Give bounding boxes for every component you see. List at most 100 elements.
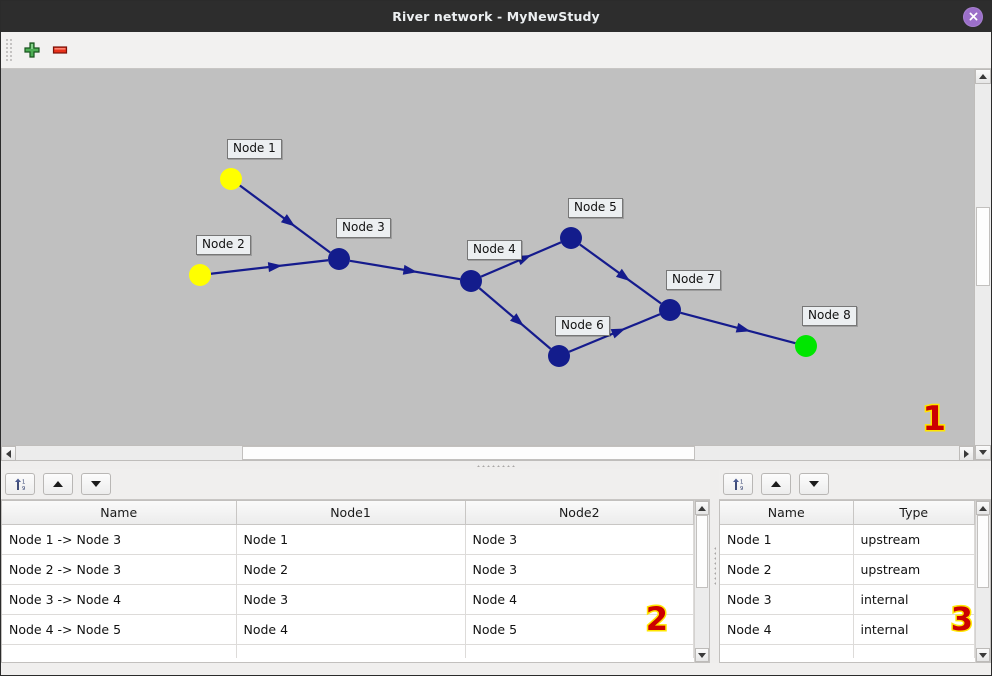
scroll-up-button[interactable] [975, 69, 991, 84]
node-label[interactable]: Node 2 [196, 235, 251, 255]
reaches-column-header[interactable]: Node2 [465, 501, 694, 525]
table-cell[interactable]: Node 5 [465, 614, 694, 645]
table-cell[interactable]: Node 4 [720, 614, 854, 645]
nodes-sort-button[interactable]: 1 9 [723, 473, 753, 495]
node-label[interactable]: Node 3 [336, 218, 391, 238]
nodes-move-down-button[interactable] [799, 473, 829, 495]
reaches-column-header[interactable]: Name [2, 501, 237, 525]
table-cell[interactable] [720, 644, 854, 658]
table-cell[interactable]: Node 3 [465, 524, 694, 555]
toolbar-drag-handle[interactable] [5, 38, 14, 62]
scroll-left-button[interactable] [1, 446, 16, 461]
table-cell[interactable]: Node 2 [236, 554, 466, 585]
table-cell[interactable] [2, 644, 237, 658]
table-cell[interactable]: Node 3 [236, 584, 466, 615]
vscroll-track[interactable] [975, 84, 991, 445]
graph-node[interactable] [795, 335, 817, 357]
graph-node[interactable] [328, 248, 350, 270]
nodes-scroll-down-button[interactable] [976, 648, 990, 662]
arrow-up-icon [53, 481, 63, 487]
table-cell[interactable] [853, 644, 975, 658]
graph-node[interactable] [189, 264, 211, 286]
node-label[interactable]: Node 1 [227, 139, 282, 159]
reaches-column-header[interactable]: Node1 [236, 501, 466, 525]
vertical-splitter[interactable] [710, 469, 719, 663]
nodes-vscroll-thumb[interactable] [977, 515, 989, 589]
nodes-vscroll-track[interactable] [976, 515, 990, 648]
annotation-3: 3 [949, 600, 974, 638]
svg-text:1: 1 [740, 479, 743, 485]
table-cell[interactable]: Node 4 [236, 614, 466, 645]
hscroll-thumb[interactable] [242, 446, 695, 460]
graph-node[interactable] [220, 168, 242, 190]
table-cell[interactable]: Node 2 -> Node 3 [2, 554, 237, 585]
graph-node[interactable] [560, 227, 582, 249]
close-icon[interactable] [963, 6, 983, 27]
graph-node[interactable] [548, 345, 570, 367]
table-cell[interactable]: Node 2 [720, 554, 854, 585]
hscroll-track[interactable] [16, 446, 959, 460]
graph-node[interactable] [659, 299, 681, 321]
nodes-column-header[interactable]: Name [720, 501, 854, 525]
table-cell[interactable]: Node 1 [720, 524, 854, 555]
nodes-scroll-up-button[interactable] [976, 501, 990, 515]
node-label[interactable]: Node 7 [666, 270, 721, 290]
table-cell[interactable]: Node 1 -> Node 3 [2, 524, 237, 555]
network-canvas[interactable]: Node 1 Node 2 Node 3 Node 4 Node 5 Node 6 Node… [1, 69, 974, 445]
scroll-right-button[interactable] [959, 446, 974, 461]
nodes-move-up-button[interactable] [761, 473, 791, 495]
node-label[interactable]: Node 8 [802, 306, 857, 326]
edge-arrow-icon [280, 214, 296, 227]
node-label[interactable]: Node 6 [555, 316, 610, 336]
table-cell[interactable]: Node 3 [465, 554, 694, 585]
table-cell[interactable] [465, 644, 694, 658]
table-cell[interactable]: upstream [853, 554, 975, 585]
edge-arrow-icon [615, 268, 631, 282]
table-cell[interactable]: Node 4 [465, 584, 694, 615]
table-cell[interactable]: internal [853, 584, 975, 615]
node-label[interactable]: Node 4 [467, 240, 522, 260]
nodes-column-header[interactable]: Type [853, 501, 975, 525]
table-cell[interactable]: Node 3 [720, 584, 854, 615]
table-cell[interactable] [236, 644, 466, 658]
reaches-vscroll-thumb[interactable] [696, 515, 708, 589]
reaches-scroll-up-button[interactable] [695, 501, 709, 515]
reaches-scroll-down-button[interactable] [695, 648, 709, 662]
table-cell[interactable]: Node 3 -> Node 4 [2, 584, 237, 615]
graph-node[interactable] [460, 270, 482, 292]
reaches-sort-button[interactable]: 1 9 [5, 473, 35, 495]
reaches-move-down-button[interactable] [81, 473, 111, 495]
horizontal-splitter[interactable] [1, 460, 991, 469]
table-cell[interactable]: Node 1 [236, 524, 466, 555]
vscroll-thumb[interactable] [976, 206, 990, 287]
reaches-vscroll-track[interactable] [695, 515, 709, 648]
add-node-button[interactable] [18, 36, 46, 64]
canvas-vertical-scrollbar[interactable] [974, 69, 991, 460]
canvas-horizontal-scrollbar[interactable] [1, 445, 974, 461]
table-row-empty[interactable] [2, 644, 694, 658]
table-cell[interactable]: upstream [853, 524, 975, 555]
table-cell[interactable]: Node 4 -> Node 5 [2, 614, 237, 645]
reaches-move-up-button[interactable] [43, 473, 73, 495]
reaches-vertical-scrollbar[interactable] [694, 500, 710, 663]
nodes-vertical-scrollbar[interactable] [975, 500, 991, 663]
table-cell[interactable]: internal [853, 614, 975, 645]
node-label[interactable]: Node 5 [568, 198, 623, 218]
remove-node-button[interactable] [46, 36, 74, 64]
sort-ascending-icon: 1 9 [732, 478, 743, 492]
scroll-down-button[interactable] [975, 445, 991, 460]
table-row-empty[interactable] [720, 644, 975, 658]
